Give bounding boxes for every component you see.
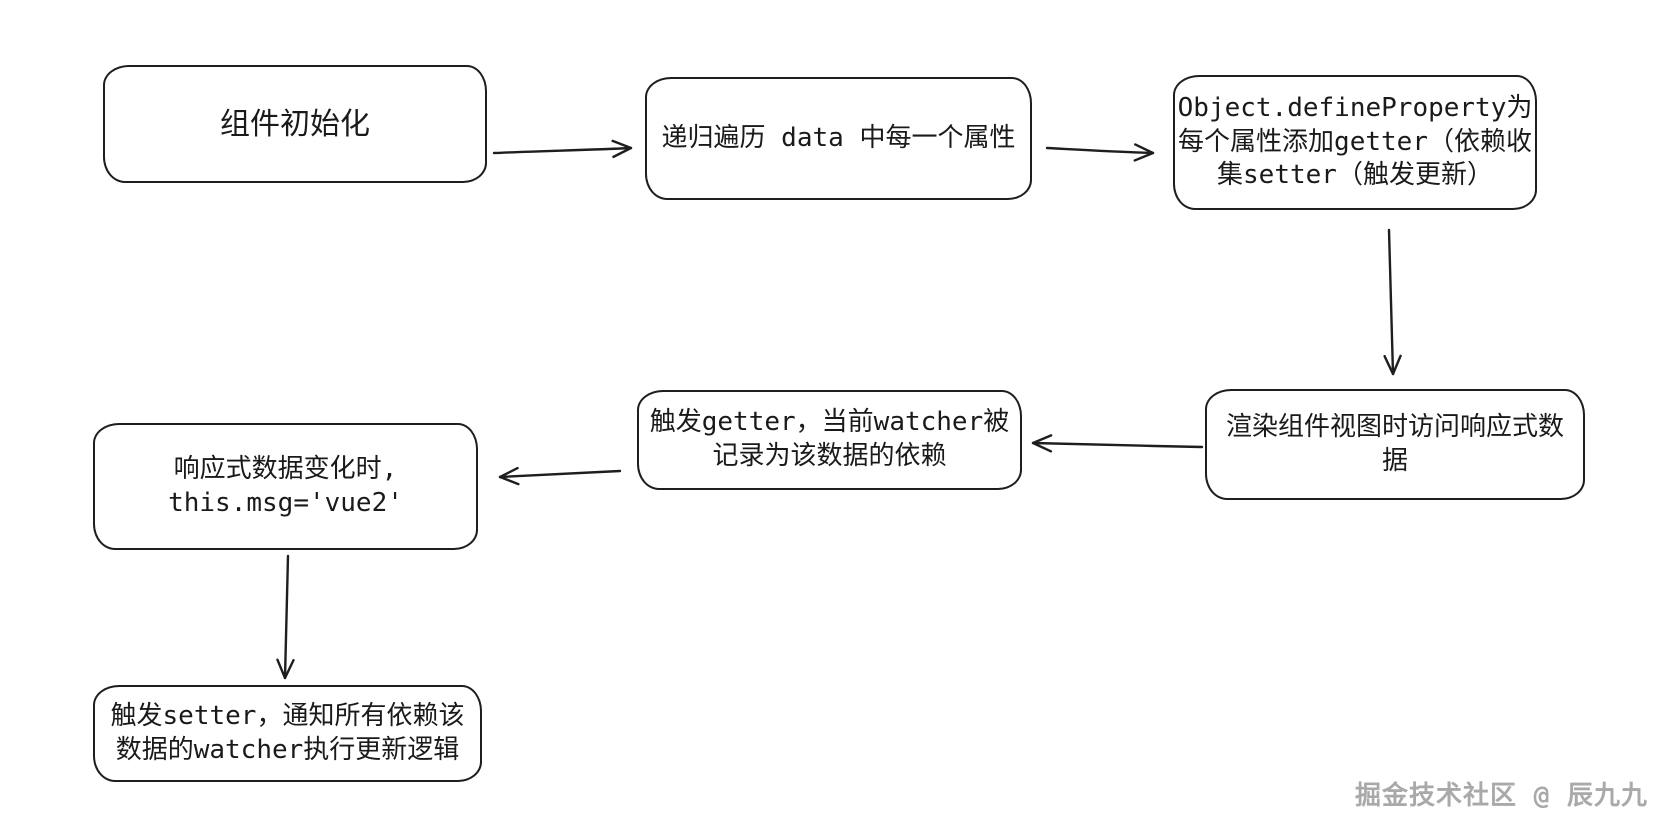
arrow-render-to-getter bbox=[1031, 434, 1204, 453]
node-text-line: 触发getter，当前watcher被 bbox=[649, 407, 1010, 438]
node-text-line: Object.defineProperty为 bbox=[1177, 92, 1533, 123]
node-component-init: 组件初始化 bbox=[103, 65, 487, 183]
node-trigger-getter-watcher: 触发getter，当前watcher被记录为该数据的依赖 bbox=[637, 390, 1022, 490]
node-text-line: 组件初始化 bbox=[220, 106, 370, 142]
node-text-line: 渲染组件视图时访问响应式数 bbox=[1225, 411, 1564, 442]
node-render-view-access-data: 渲染组件视图时访问响应式数据 bbox=[1205, 389, 1585, 500]
node-reactive-data-change: 响应式数据变化时,this.msg='vue2' bbox=[93, 423, 478, 550]
node-text-line: 集setter（触发更新） bbox=[1217, 160, 1493, 191]
arrow-datachange-to-setter bbox=[276, 554, 295, 680]
arrow-defineproperty-to-render bbox=[1383, 228, 1402, 376]
node-recursive-traverse-data: 递归遍历 data 中每一个属性 bbox=[645, 77, 1032, 200]
node-text-line: 递归遍历 data 中每一个属性 bbox=[661, 122, 1016, 153]
arrow-init-to-traverse bbox=[492, 139, 633, 159]
node-text-line: 记录为该数据的依赖 bbox=[712, 441, 947, 471]
node-text-line: 数据的watcher执行更新逻辑 bbox=[115, 734, 460, 765]
node-object-defineproperty: Object.defineProperty为每个属性添加getter（依赖收集s… bbox=[1173, 75, 1537, 210]
node-text-line: 据 bbox=[1381, 445, 1408, 476]
node-text-line: 每个属性添加getter（依赖收 bbox=[1178, 126, 1532, 157]
watermark: 掘金技术社区 @ 辰九九 bbox=[1355, 781, 1648, 811]
node-text-line: this.msg='vue2' bbox=[168, 487, 403, 518]
arrow-traverse-to-defineproperty bbox=[1045, 143, 1155, 162]
node-text-line: 触发setter，通知所有依赖该 bbox=[110, 700, 465, 731]
node-trigger-setter-notify: 触发setter，通知所有依赖该数据的watcher执行更新逻辑 bbox=[93, 685, 482, 782]
node-text-line: 响应式数据变化时, bbox=[173, 453, 398, 484]
arrow-getter-to-datachange bbox=[498, 466, 622, 486]
